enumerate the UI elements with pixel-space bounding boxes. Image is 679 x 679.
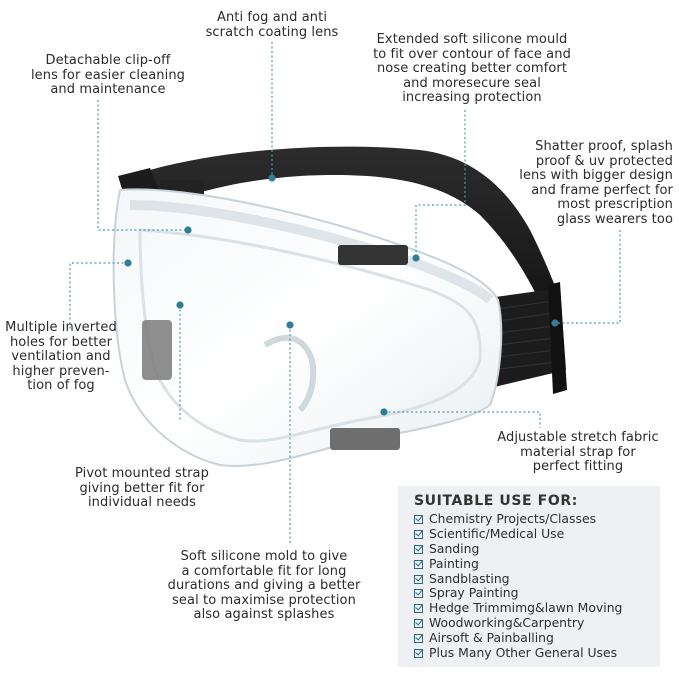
suitable-use-panel: SUITABLE USE FOR: Chemistry Projects/Cla… bbox=[398, 486, 660, 667]
list-item: Hedge Trimmimg&lawn Moving bbox=[414, 600, 623, 616]
list-item: Painting bbox=[414, 555, 622, 572]
list-item-label: Plus Many Other General Uses bbox=[429, 645, 618, 661]
list-item: Scientific/Medical Use bbox=[414, 525, 622, 542]
vent-top bbox=[338, 245, 408, 265]
checkbox-check-icon bbox=[414, 589, 423, 599]
checkbox-check-icon bbox=[414, 619, 423, 629]
list-item-label: Woodworking&Carpentry bbox=[429, 615, 585, 631]
list-item-label: Spray Painting bbox=[429, 585, 519, 601]
callout-detachable-lens: Detachable clip-off lens for easier clea… bbox=[30, 53, 186, 97]
callout-pivot-strap: Pivot mounted strap giving better fit fo… bbox=[75, 466, 209, 510]
checkbox-check-icon bbox=[414, 634, 423, 644]
checkbox-check-icon bbox=[414, 604, 423, 614]
list-item-label: Chemistry Projects/Classes bbox=[429, 511, 597, 526]
vent-bottom bbox=[330, 428, 400, 450]
list-item-label: Sandblasting bbox=[429, 570, 510, 586]
list-item: Sandblasting bbox=[414, 570, 622, 587]
vent-left bbox=[142, 320, 172, 380]
list-item-label: Sanding bbox=[429, 540, 480, 556]
callout-anti-fog: Anti fog and anti scratch coating lens bbox=[205, 10, 339, 40]
leader-lines bbox=[69, 42, 621, 545]
suitable-use-title: SUITABLE USE FOR: bbox=[414, 493, 578, 509]
list-item: Spray Painting bbox=[414, 586, 622, 601]
suitable-use-list: Chemistry Projects/Classes Scientific/Me… bbox=[414, 511, 623, 661]
leader-dots bbox=[124, 174, 559, 416]
callout-stretch-strap: Adjustable stretch fabric material strap… bbox=[497, 430, 659, 474]
list-item: Sanding bbox=[414, 540, 622, 557]
list-item-label: Hedge Trimmimg&lawn Moving bbox=[429, 600, 623, 616]
checkbox-check-icon bbox=[414, 514, 423, 524]
callout-silicone-mould: Extended soft silicone mould to fit over… bbox=[373, 32, 571, 105]
elastic-strap bbox=[150, 146, 560, 312]
list-item: Woodworking&Carpentry bbox=[414, 615, 622, 631]
callout-shatter-proof: Shatter proof, splash proof & uv protect… bbox=[519, 139, 673, 227]
checkbox-check-icon bbox=[414, 559, 423, 569]
checkbox-check-icon bbox=[414, 574, 423, 584]
list-item-label: Scientific/Medical Use bbox=[429, 525, 565, 541]
strap-buckle bbox=[548, 282, 567, 394]
callout-soft-mold: Soft silicone mold to give a comfortable… bbox=[167, 549, 361, 622]
checkbox-check-icon bbox=[414, 529, 423, 539]
list-item: Chemistry Projects/Classes bbox=[414, 511, 622, 527]
callout-inverted-holes: Multiple inverted holes for better venti… bbox=[5, 320, 117, 393]
checkbox-check-icon bbox=[414, 648, 423, 658]
list-item-label: Airsoft & Painballing bbox=[429, 630, 554, 646]
list-item: Plus Many Other General Uses bbox=[414, 645, 622, 661]
list-item: Airsoft & Painballing bbox=[414, 630, 622, 646]
checkbox-check-icon bbox=[414, 544, 423, 554]
list-item-label: Painting bbox=[429, 555, 479, 571]
